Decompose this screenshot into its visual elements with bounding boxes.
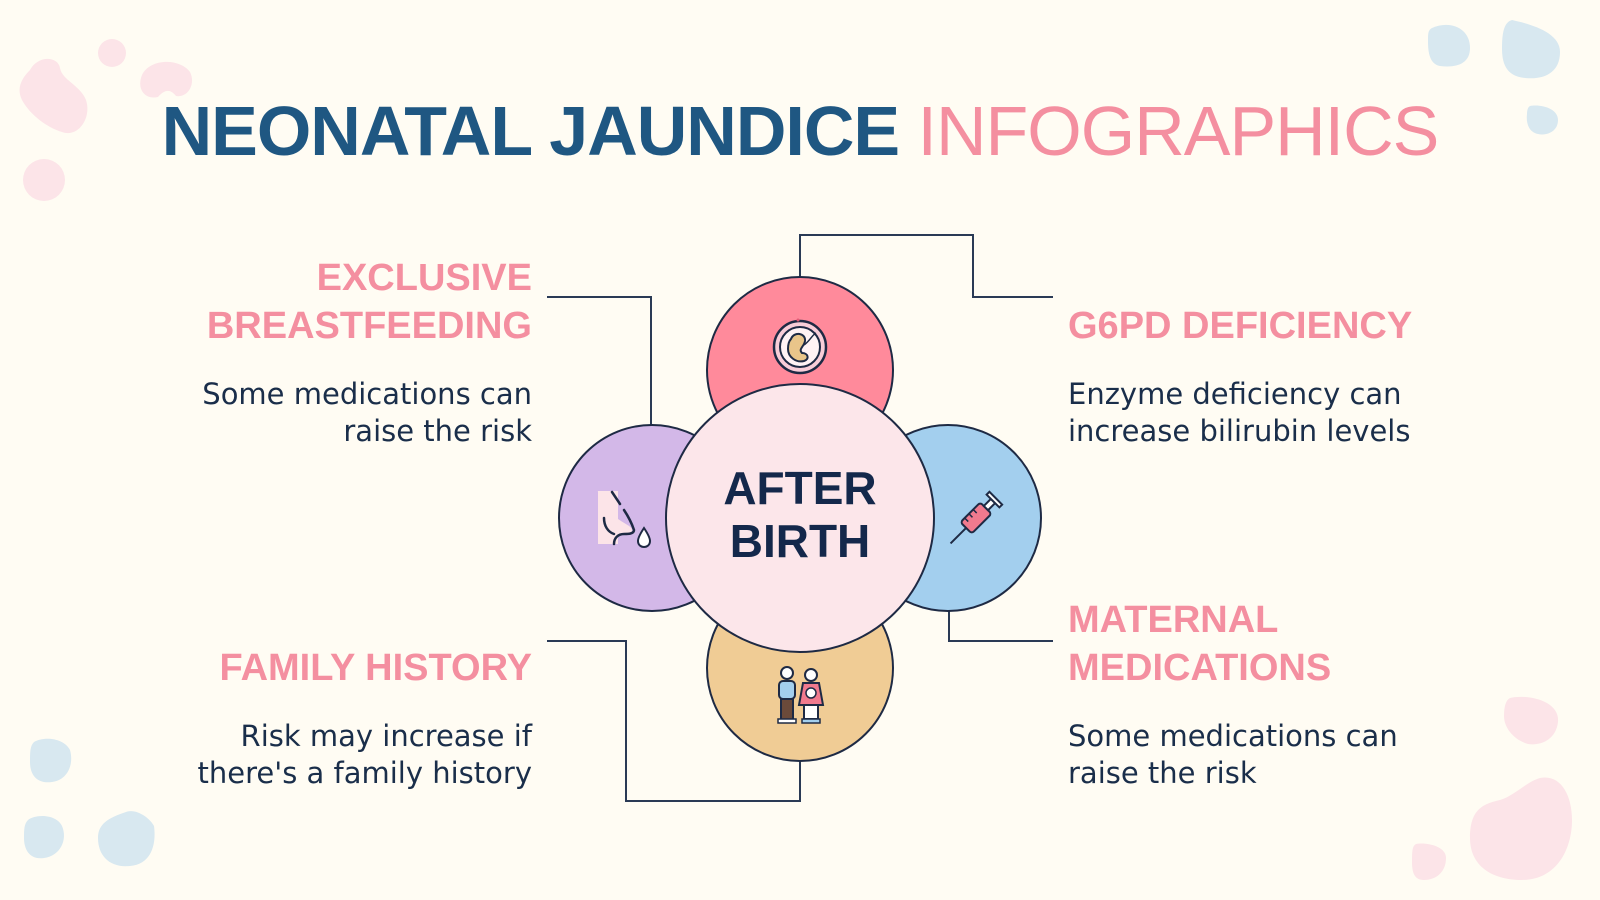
title-primary: NEONATAL JAUNDICE — [161, 92, 900, 170]
heading-line: MEDICATIONS — [1068, 647, 1332, 689]
decorative-blobs-top-left — [19, 39, 193, 201]
decorative-blobs-bottom-right — [1412, 696, 1572, 880]
connector-breastfeeding — [547, 296, 652, 427]
desc-line: Risk may increase if — [240, 719, 532, 753]
factor-heading: MATERNAL MEDICATIONS — [1068, 596, 1488, 692]
heading-line: BREASTFEEDING — [206, 305, 532, 347]
factor-family-history: FAMILY HISTORY Risk may increase if ther… — [152, 644, 532, 792]
connector-maternal-medications — [948, 610, 1053, 642]
factor-heading: EXCLUSIVE BREASTFEEDING — [152, 254, 532, 350]
factor-maternal-medications: MATERNAL MEDICATIONS Some medications ca… — [1068, 596, 1488, 792]
desc-line: Some medications can — [202, 377, 532, 411]
connector-lines — [547, 234, 1053, 802]
factor-description: Some medications can raise the risk — [1068, 718, 1488, 792]
center-label-line1: AFTER — [723, 462, 877, 514]
desc-line: there's a family history — [197, 756, 532, 790]
connector-family-history — [547, 640, 801, 802]
family-icon — [777, 666, 825, 724]
syringe-icon — [949, 490, 1004, 545]
factor-breastfeeding: EXCLUSIVE BREASTFEEDING Some medications… — [152, 254, 532, 450]
heading-line: EXCLUSIVE — [316, 257, 532, 299]
desc-line: raise the risk — [1068, 756, 1257, 790]
factor-description: Risk may increase if there's a family hi… — [152, 718, 532, 792]
desc-line: increase bilirubin levels — [1068, 414, 1411, 448]
factor-description: Enzyme deficiency can increase bilirubin… — [1068, 376, 1488, 450]
circle-center — [665, 383, 935, 653]
desc-line: Enzyme deficiency can — [1068, 377, 1402, 411]
title-secondary: INFOGRAPHICS — [917, 92, 1440, 170]
factor-heading: G6PD DEFICIENCY — [1068, 302, 1488, 350]
decorative-blobs-bottom-left — [24, 738, 155, 867]
page-title: NEONATAL JAUNDICE INFOGRAPHICS — [0, 86, 1600, 176]
breastfeeding-icon — [597, 490, 652, 549]
factor-heading: FAMILY HISTORY — [152, 644, 532, 692]
center-label: AFTER BIRTH — [666, 462, 934, 568]
petal-circles — [558, 276, 1042, 762]
fetus-icon — [772, 318, 828, 375]
desc-line: raise the risk — [343, 414, 532, 448]
heading-line: FAMILY HISTORY — [219, 647, 532, 689]
center-label-line2: BIRTH — [729, 515, 871, 567]
heading-line: G6PD DEFICIENCY — [1068, 305, 1413, 347]
desc-line: Some medications can — [1068, 719, 1398, 753]
factor-description: Some medications can raise the risk — [152, 376, 532, 450]
heading-line: MATERNAL — [1068, 599, 1279, 641]
decorative-blobs-top-right — [1428, 20, 1560, 135]
connector-g6pd — [799, 234, 1053, 298]
factor-g6pd: G6PD DEFICIENCY Enzyme deficiency can in… — [1068, 302, 1488, 450]
